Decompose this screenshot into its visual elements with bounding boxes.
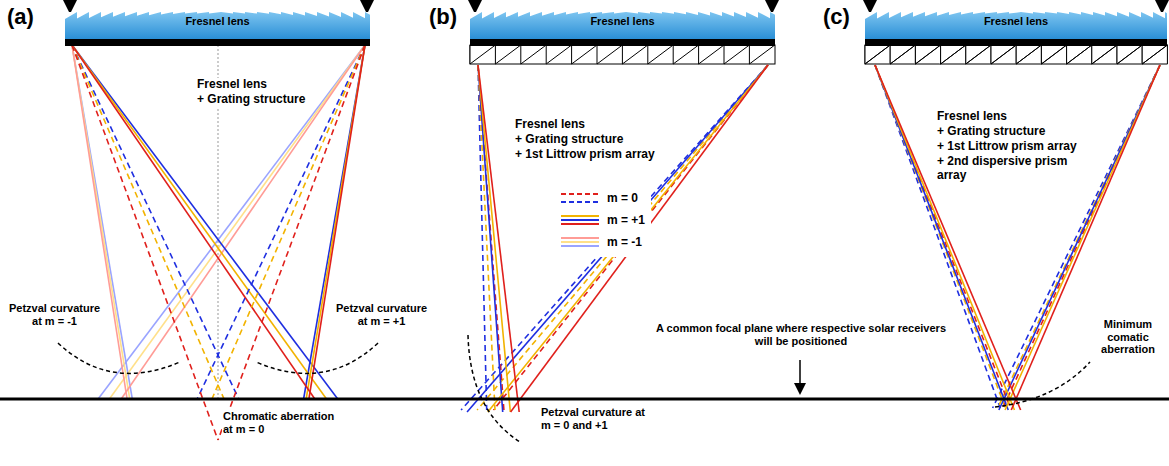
note: + Grating structure <box>514 133 624 147</box>
note: + 2nd dispersive prism array <box>936 155 1088 183</box>
callout: Petzval curvature at m = 0 and +1 <box>540 406 654 431</box>
fresnel-lens: Fresnel lens <box>865 12 1167 46</box>
note: Fresnel lens <box>196 78 268 92</box>
legend-sample <box>559 191 601 205</box>
legend: m = 0 m = +1 m = -1 <box>553 183 651 257</box>
legend-row: m = -1 <box>559 231 645 253</box>
focal-plane-note: A common focal plane where respective so… <box>655 322 947 347</box>
legend-sample <box>559 213 601 227</box>
note: + 1st Littrow prism array <box>936 140 1078 154</box>
legend-sample <box>559 235 601 249</box>
lens-label: Fresnel lens <box>470 15 775 27</box>
note: + Grating structure <box>936 125 1046 139</box>
legend-text: m = -1 <box>607 235 642 249</box>
callout: Petzval curvature at m = +1 <box>333 302 430 327</box>
panel-letter: (c) <box>822 4 851 29</box>
callout: Petzval curvature at m = -1 <box>6 302 103 327</box>
lens-label: Fresnel lens <box>65 15 370 27</box>
rays <box>72 45 1160 440</box>
callout: Minimum comatic aberration <box>1091 318 1165 356</box>
fresnel-lens: Fresnel lens <box>470 12 775 46</box>
leader-arrow <box>799 360 801 392</box>
note: Fresnel lens <box>936 110 1008 124</box>
aberration-curves <box>58 335 1090 442</box>
panel-letter: (b) <box>428 4 458 29</box>
callout: Chromatic aberration at m = 0 <box>222 410 344 435</box>
panel-letter: (a) <box>6 4 35 29</box>
legend-text: m = 0 <box>607 191 638 205</box>
focal-plane <box>0 398 1169 401</box>
prism-arrays <box>470 45 1167 64</box>
legend-row: m = +1 <box>559 209 645 231</box>
legend-text: m = +1 <box>607 213 645 227</box>
legend-row: m = 0 <box>559 187 645 209</box>
note: Fresnel lens <box>514 118 586 132</box>
incident-sunlight <box>70 2 1162 10</box>
lens-label: Fresnel lens <box>865 15 1167 27</box>
note: + Grating structure <box>196 93 306 107</box>
fresnel-lens: Fresnel lens <box>65 12 370 46</box>
note: + 1st Littrow prism array <box>514 148 656 162</box>
